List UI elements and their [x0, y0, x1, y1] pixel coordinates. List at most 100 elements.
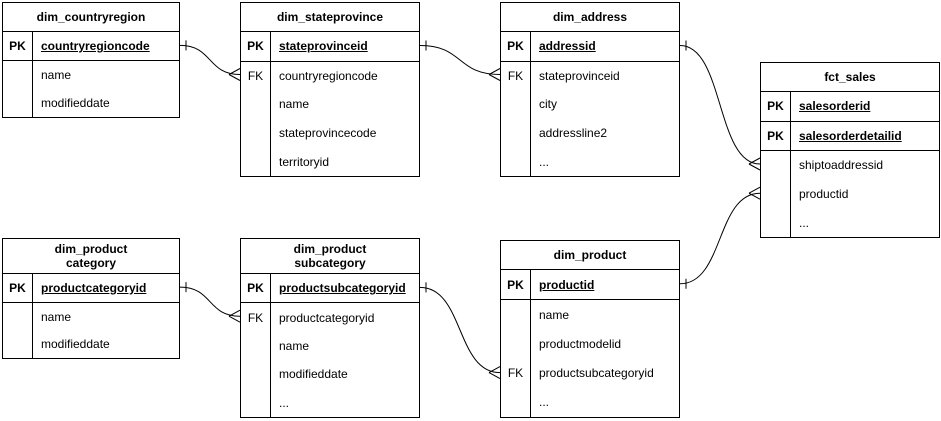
field-row-name: name	[3, 61, 179, 89]
key-label: FK	[501, 61, 531, 91]
key-label	[3, 330, 33, 359]
field-row-more: ...	[501, 387, 679, 418]
field-row-shiptoaddressid: shiptoaddressid	[761, 151, 939, 180]
field-name: territoryid	[279, 154, 330, 169]
field-name: productid	[539, 277, 595, 292]
relationship-dim_product_subcategory-to-dim_product	[419, 286, 501, 374]
key-label	[241, 360, 271, 389]
key-label	[761, 151, 791, 180]
field-name: ...	[539, 154, 550, 169]
field-name: countryregioncode	[279, 68, 378, 83]
crow-foot-icon	[228, 68, 241, 75]
entity-title-line: dim_countryregion	[36, 10, 146, 24]
key-label: PK	[501, 270, 531, 300]
relationship-dim_product_category-to-dim_product_subcategory	[179, 286, 241, 317]
crow-foot-icon	[488, 366, 501, 374]
crow-foot-icon	[488, 74, 501, 81]
relationship-dim_countryregion-to-dim_stateprovince	[179, 44, 241, 75]
field-row-modifieddate: modifieddate	[3, 330, 179, 359]
relationship-dim_address-to-fct_sales	[679, 45, 761, 165]
field-name: productsubcategoryid	[279, 281, 406, 296]
key-label: PK	[3, 274, 33, 302]
field-name: name	[279, 339, 310, 354]
crow-foot-icon	[488, 68, 501, 75]
field-name: salesorderdetailid	[799, 128, 902, 143]
field-name: stateprovinceid	[279, 39, 368, 54]
entity-title: dim_countryregion	[3, 3, 179, 32]
key-label	[241, 147, 271, 176]
field-row-name: name	[241, 90, 419, 119]
key-label: PK	[241, 32, 271, 61]
key-label	[761, 179, 791, 209]
field-name: shiptoaddressid	[799, 158, 884, 173]
key-label: PK	[761, 92, 791, 121]
field-name: productid	[799, 187, 849, 202]
field-name: ...	[799, 215, 810, 230]
field-name: addressid	[539, 39, 596, 54]
key-label	[3, 302, 33, 331]
field-row-stateprovincecode: stateprovincecode	[241, 118, 419, 148]
field-row-name: name	[241, 331, 419, 361]
crow-foot-icon	[228, 74, 241, 81]
field-name: stateprovinceid	[539, 68, 620, 83]
crow-foot-icon	[228, 315, 241, 323]
field-name: productsubcategoryid	[539, 366, 654, 381]
field-name: name	[41, 68, 72, 82]
field-name: productcategoryid	[41, 280, 147, 295]
entity-title: dim_product	[501, 241, 679, 270]
field-name: name	[41, 309, 72, 324]
entity-title-line: subcategory	[294, 256, 366, 270]
key-label	[501, 329, 531, 359]
field-row-stateprovinceid: FK stateprovinceid	[501, 61, 679, 91]
key-label: PK	[761, 121, 791, 151]
key-label	[761, 208, 791, 237]
field-row-territoryid: territoryid	[241, 147, 419, 176]
entity-title-line: dim_product	[54, 242, 128, 256]
field-name: countryregioncode	[41, 39, 150, 53]
key-label	[501, 118, 531, 148]
key-label	[501, 90, 531, 119]
crow-foot-icon	[488, 372, 501, 380]
field-row-modifieddate: modifieddate	[3, 89, 179, 117]
field-name: modifieddate	[41, 96, 110, 110]
field-row-productcategoryid: PK productcategoryid	[3, 274, 179, 303]
key-label	[3, 61, 33, 89]
field-row-salesorderdetailid: PK salesorderdetailid	[761, 121, 939, 152]
entity-title-line: dim_address	[552, 10, 628, 24]
key-label	[501, 387, 531, 418]
crow-foot-icon	[748, 163, 761, 171]
key-label	[501, 300, 531, 330]
field-name: ...	[279, 395, 290, 410]
field-row-productid: productid	[761, 179, 939, 209]
entity-title-line: dim_stateprovince	[276, 10, 384, 24]
field-name: modifieddate	[279, 367, 348, 382]
entity-title: fct_sales	[761, 63, 939, 92]
entity-title-line: fct_sales	[824, 70, 876, 84]
field-row-productmodelid: productmodelid	[501, 329, 679, 359]
field-row-stateprovinceid: PK stateprovinceid	[241, 32, 419, 62]
field-row-more: ...	[501, 147, 679, 176]
entity-title: dim_stateprovince	[241, 3, 419, 32]
field-name: productmodelid	[539, 337, 622, 351]
field-row-modifieddate: modifieddate	[241, 360, 419, 389]
entity-title-line: dim_product	[293, 242, 367, 256]
field-name: name	[539, 307, 570, 322]
